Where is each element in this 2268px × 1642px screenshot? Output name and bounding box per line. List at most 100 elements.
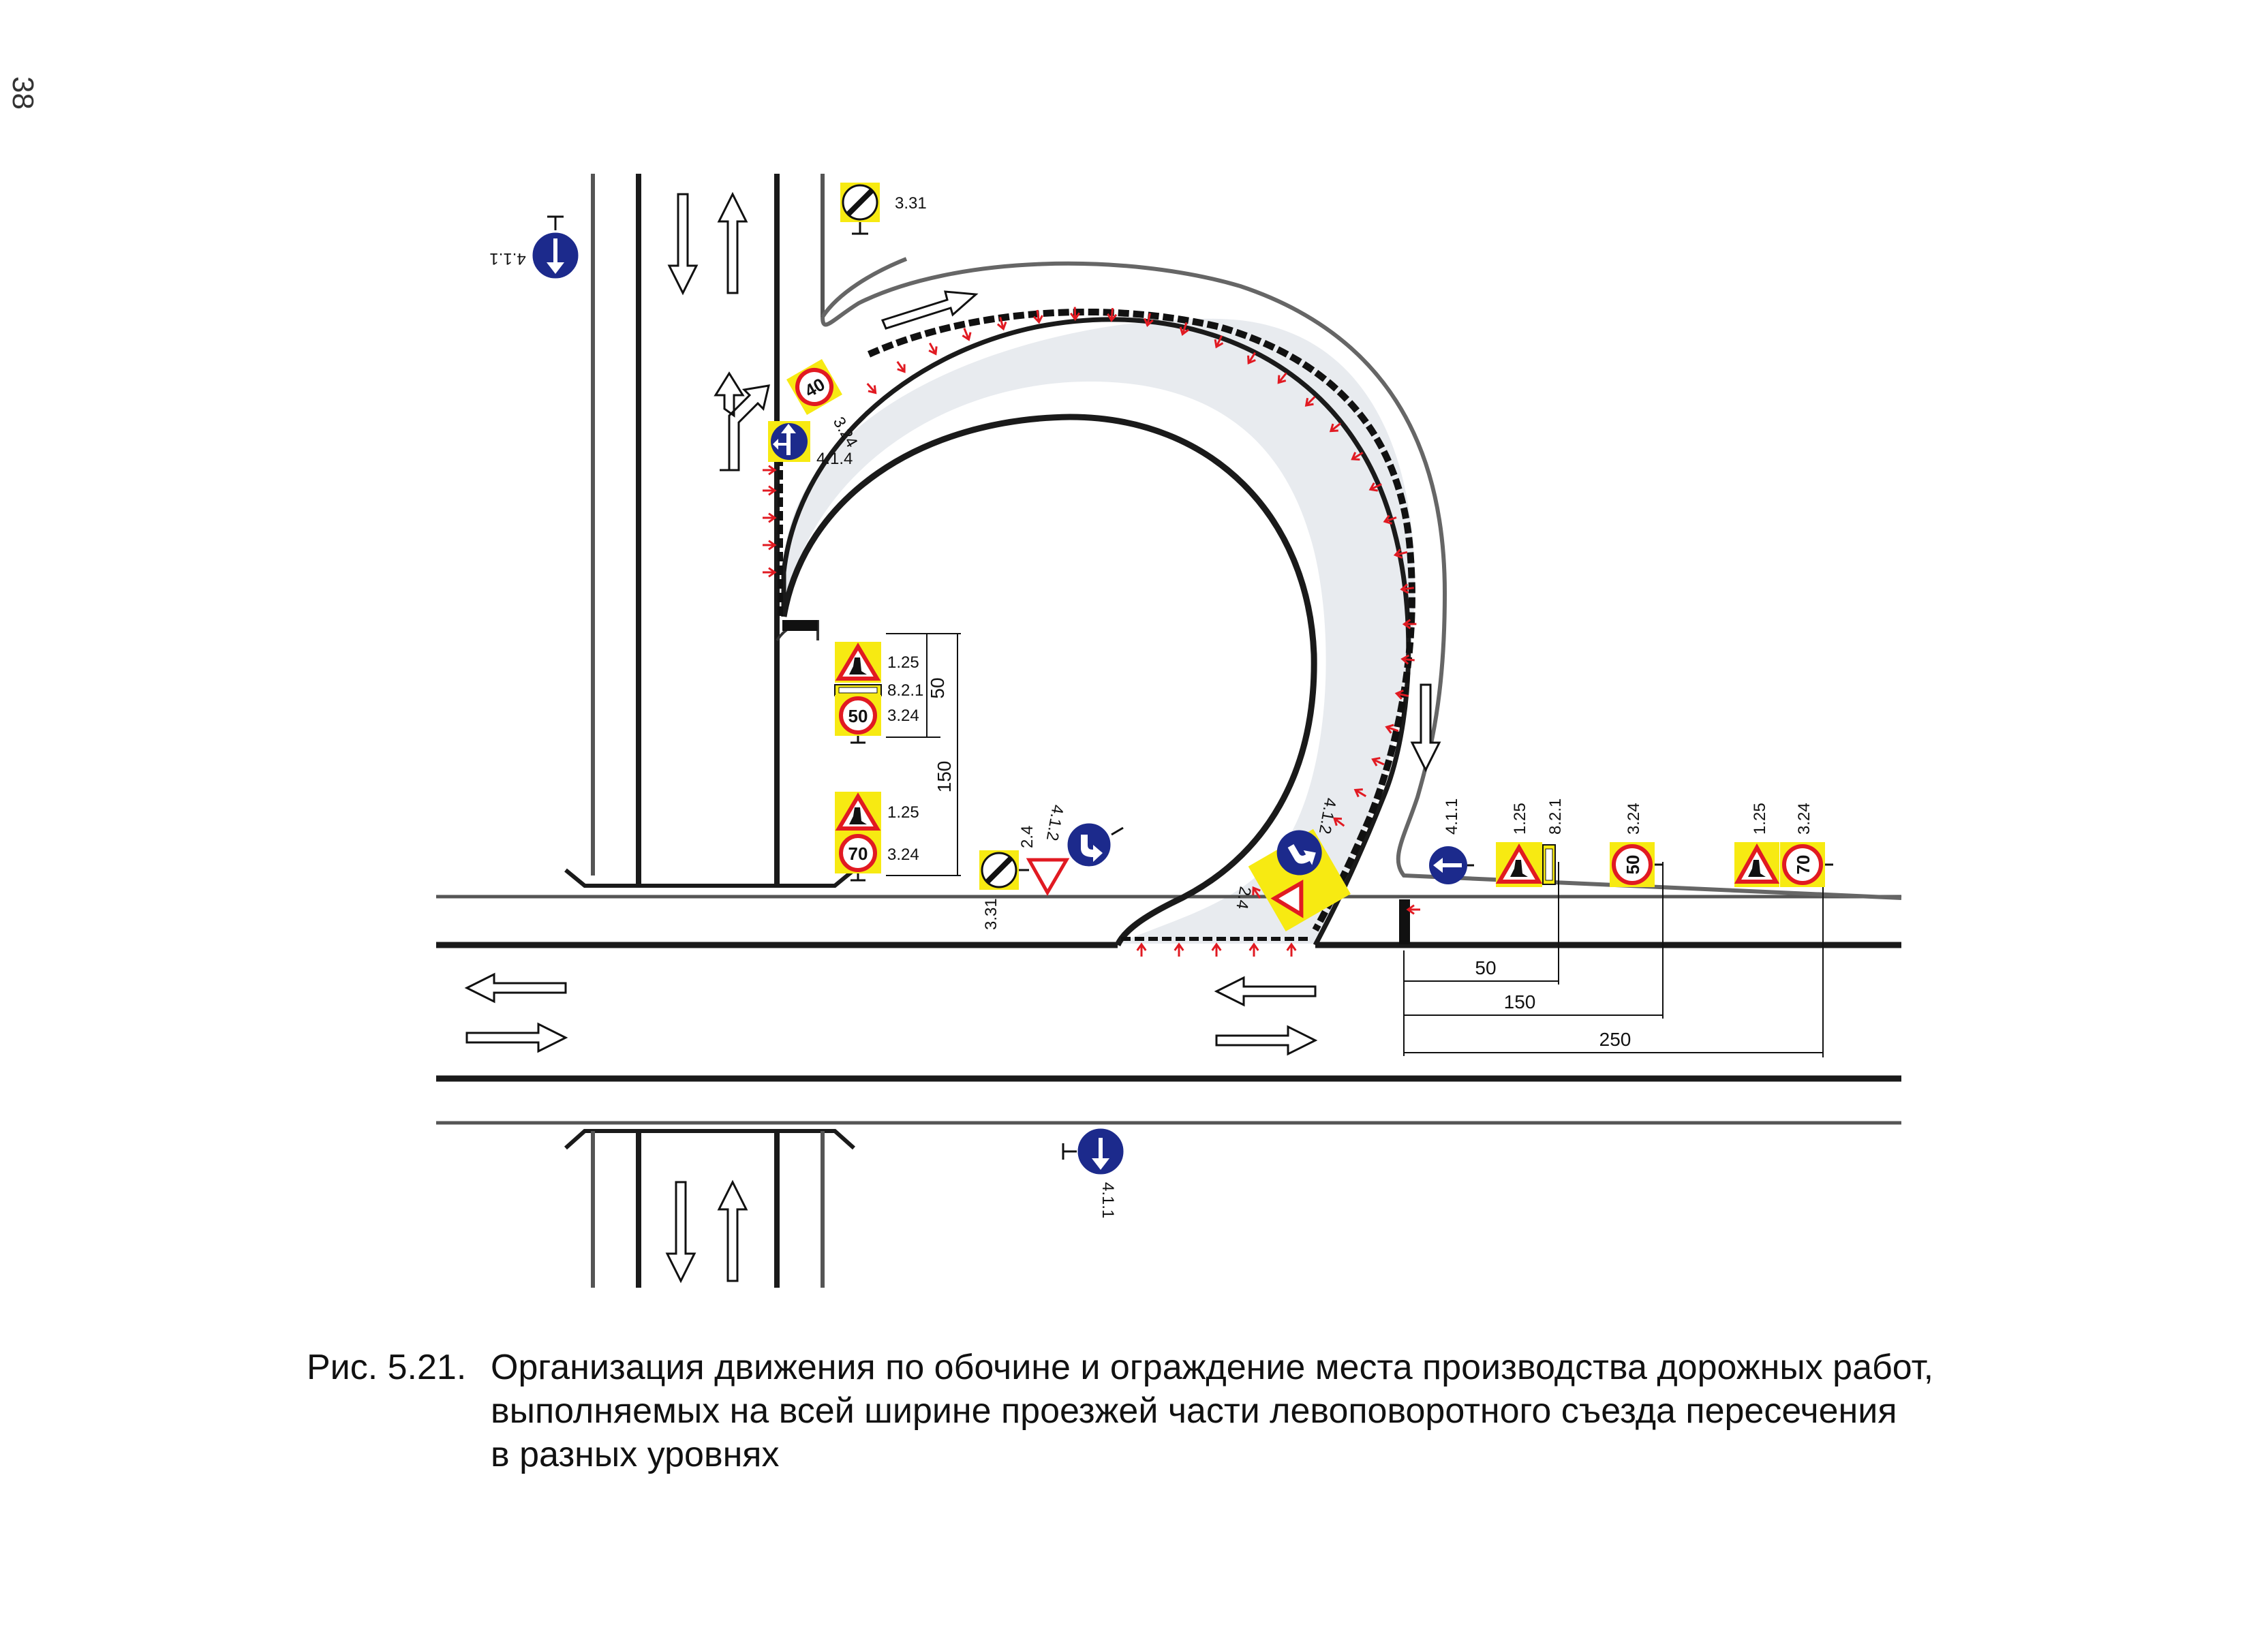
road-works-icon bbox=[849, 657, 867, 675]
svg-text:3.24: 3.24 bbox=[1625, 803, 1643, 835]
main-road bbox=[436, 895, 1901, 1125]
cone-marker bbox=[962, 328, 972, 341]
sign-4-1-1-right: 4.1.1 bbox=[1429, 799, 1474, 884]
dim-h-250: 250 bbox=[1599, 1029, 1631, 1050]
arrow-straight-right-icon bbox=[714, 371, 770, 471]
svg-text:50: 50 bbox=[1623, 855, 1643, 875]
arrow-ramp-top-icon bbox=[880, 290, 979, 330]
work-zone-fill bbox=[784, 318, 1415, 944]
cone-marker bbox=[763, 567, 777, 578]
dim-h-150: 150 bbox=[1504, 991, 1536, 1012]
cone-marker bbox=[1248, 942, 1259, 957]
vertical-road-bottom bbox=[564, 1129, 855, 1288]
svg-text:4.1.1: 4.1.1 bbox=[1099, 1182, 1117, 1218]
cone-marker bbox=[1304, 396, 1316, 407]
cone-marker bbox=[763, 465, 777, 476]
arrow-down-icon bbox=[667, 193, 699, 296]
cone-marker bbox=[1329, 422, 1341, 433]
arrow-right-icon bbox=[1215, 1025, 1318, 1056]
arrow-left-icon bbox=[464, 972, 567, 1004]
label-2-4-ramp: 2.4 bbox=[1232, 885, 1254, 911]
svg-text:8.2.1: 8.2.1 bbox=[887, 681, 923, 700]
sign-1-25-group-lower: 1.25 70 3.24 bbox=[835, 792, 919, 882]
svg-text:4.1.2: 4.1.2 bbox=[1043, 803, 1067, 842]
svg-text:50: 50 bbox=[848, 706, 868, 726]
sign-3-24-right-50: 50 3.24 bbox=[1610, 803, 1663, 887]
cone-marker bbox=[1402, 619, 1417, 630]
road-works-icon bbox=[849, 807, 867, 824]
cone-marker bbox=[1383, 514, 1397, 525]
dim-v-150: 150 bbox=[934, 761, 955, 793]
sign-3-31-bottom: 3.31 bbox=[979, 850, 1029, 930]
dim-v-50: 50 bbox=[927, 677, 948, 698]
cone-marker bbox=[928, 342, 938, 356]
arrow-up-icon bbox=[717, 191, 748, 294]
svg-text:70: 70 bbox=[1793, 855, 1813, 875]
sign-2-4-4-1-2-ramp bbox=[1248, 828, 1351, 931]
sign-1-25-group-upper: 1.25 8.2.1 50 3.24 bbox=[834, 642, 923, 744]
cone-marker bbox=[1277, 372, 1287, 384]
cone-marker bbox=[1136, 942, 1147, 957]
svg-text:8.2.1: 8.2.1 bbox=[1546, 799, 1565, 835]
sign-1-25-8-2-1-right: 1.25 8.2.1 bbox=[1495, 799, 1565, 887]
cone-marker bbox=[1069, 307, 1081, 322]
arrow-up-icon bbox=[717, 1179, 748, 1282]
ramp-top-edge bbox=[821, 257, 908, 318]
svg-text:3.31: 3.31 bbox=[895, 194, 927, 213]
svg-text:1.25: 1.25 bbox=[887, 653, 919, 672]
arrow-straight-left-icon bbox=[773, 424, 796, 455]
page-number: 38 bbox=[6, 76, 40, 110]
cone-marker bbox=[1174, 942, 1184, 957]
cones-bottom bbox=[1136, 904, 1420, 957]
sign-2-4-bottom: 2.4 bbox=[1018, 826, 1070, 897]
sign-1-25-3-24-right: 70 1.25 3.24 bbox=[1734, 803, 1833, 887]
arrow-ramp-right-icon bbox=[1410, 683, 1441, 773]
cone-marker bbox=[1394, 690, 1409, 700]
cone-marker bbox=[1353, 788, 1367, 798]
cone-marker bbox=[1144, 313, 1154, 328]
svg-text:3.24: 3.24 bbox=[887, 846, 919, 864]
sign-4-1-1-bottom: 4.1.1 bbox=[1062, 1126, 1126, 1218]
sign-4-1-1-top: 4.1.1 bbox=[489, 215, 581, 281]
guard-rail bbox=[778, 308, 1415, 941]
sign-3-24-speed-40: 40 bbox=[786, 359, 842, 415]
svg-text:2.4: 2.4 bbox=[1018, 826, 1037, 848]
arrow-down-icon bbox=[665, 1181, 696, 1284]
arrow-down-icon bbox=[547, 238, 564, 274]
svg-text:4.1.4: 4.1.4 bbox=[816, 450, 853, 468]
arrow-turn-right-icon bbox=[1287, 844, 1316, 865]
svg-text:1.25: 1.25 bbox=[887, 803, 919, 822]
caption-number: Рис. 5.21. bbox=[307, 1348, 467, 1387]
sign-4-1-2-bottom: 4.1.2 bbox=[1043, 803, 1124, 869]
cone-marker bbox=[1286, 942, 1297, 957]
cones-left bbox=[763, 465, 777, 578]
svg-text:3.24: 3.24 bbox=[1795, 803, 1813, 835]
cone-marker bbox=[1393, 548, 1408, 559]
arrow-right-icon bbox=[465, 1022, 568, 1053]
cone-marker bbox=[763, 540, 777, 551]
cone-marker bbox=[1400, 654, 1415, 665]
road-works-icon bbox=[1510, 860, 1528, 877]
cone-marker bbox=[1247, 352, 1256, 365]
svg-text:4.1.1: 4.1.1 bbox=[489, 249, 525, 268]
loop-ramp bbox=[774, 261, 1902, 947]
cone-marker bbox=[1406, 904, 1420, 915]
cone-marker bbox=[896, 360, 906, 373]
figure-caption: Рис. 5.21.Организация движения по обочин… bbox=[307, 1346, 2079, 1476]
arrow-up-icon bbox=[1433, 858, 1462, 873]
caption-line-3: в разных уровнях bbox=[491, 1435, 780, 1474]
cone-marker bbox=[1368, 482, 1382, 492]
cone-marker bbox=[1385, 724, 1399, 734]
cone-marker bbox=[1371, 757, 1385, 766]
dim-h-50: 50 bbox=[1475, 957, 1496, 978]
svg-text:70: 70 bbox=[848, 843, 868, 864]
cone-marker bbox=[1107, 308, 1118, 322]
barrier-block-right bbox=[1399, 899, 1410, 944]
cone-marker bbox=[1252, 886, 1261, 899]
lane-arrows bbox=[464, 191, 1441, 1284]
cone-marker bbox=[996, 316, 1007, 331]
svg-text:3.31: 3.31 bbox=[982, 898, 1000, 930]
cone-marker bbox=[763, 485, 777, 496]
cone-marker bbox=[1214, 335, 1224, 349]
